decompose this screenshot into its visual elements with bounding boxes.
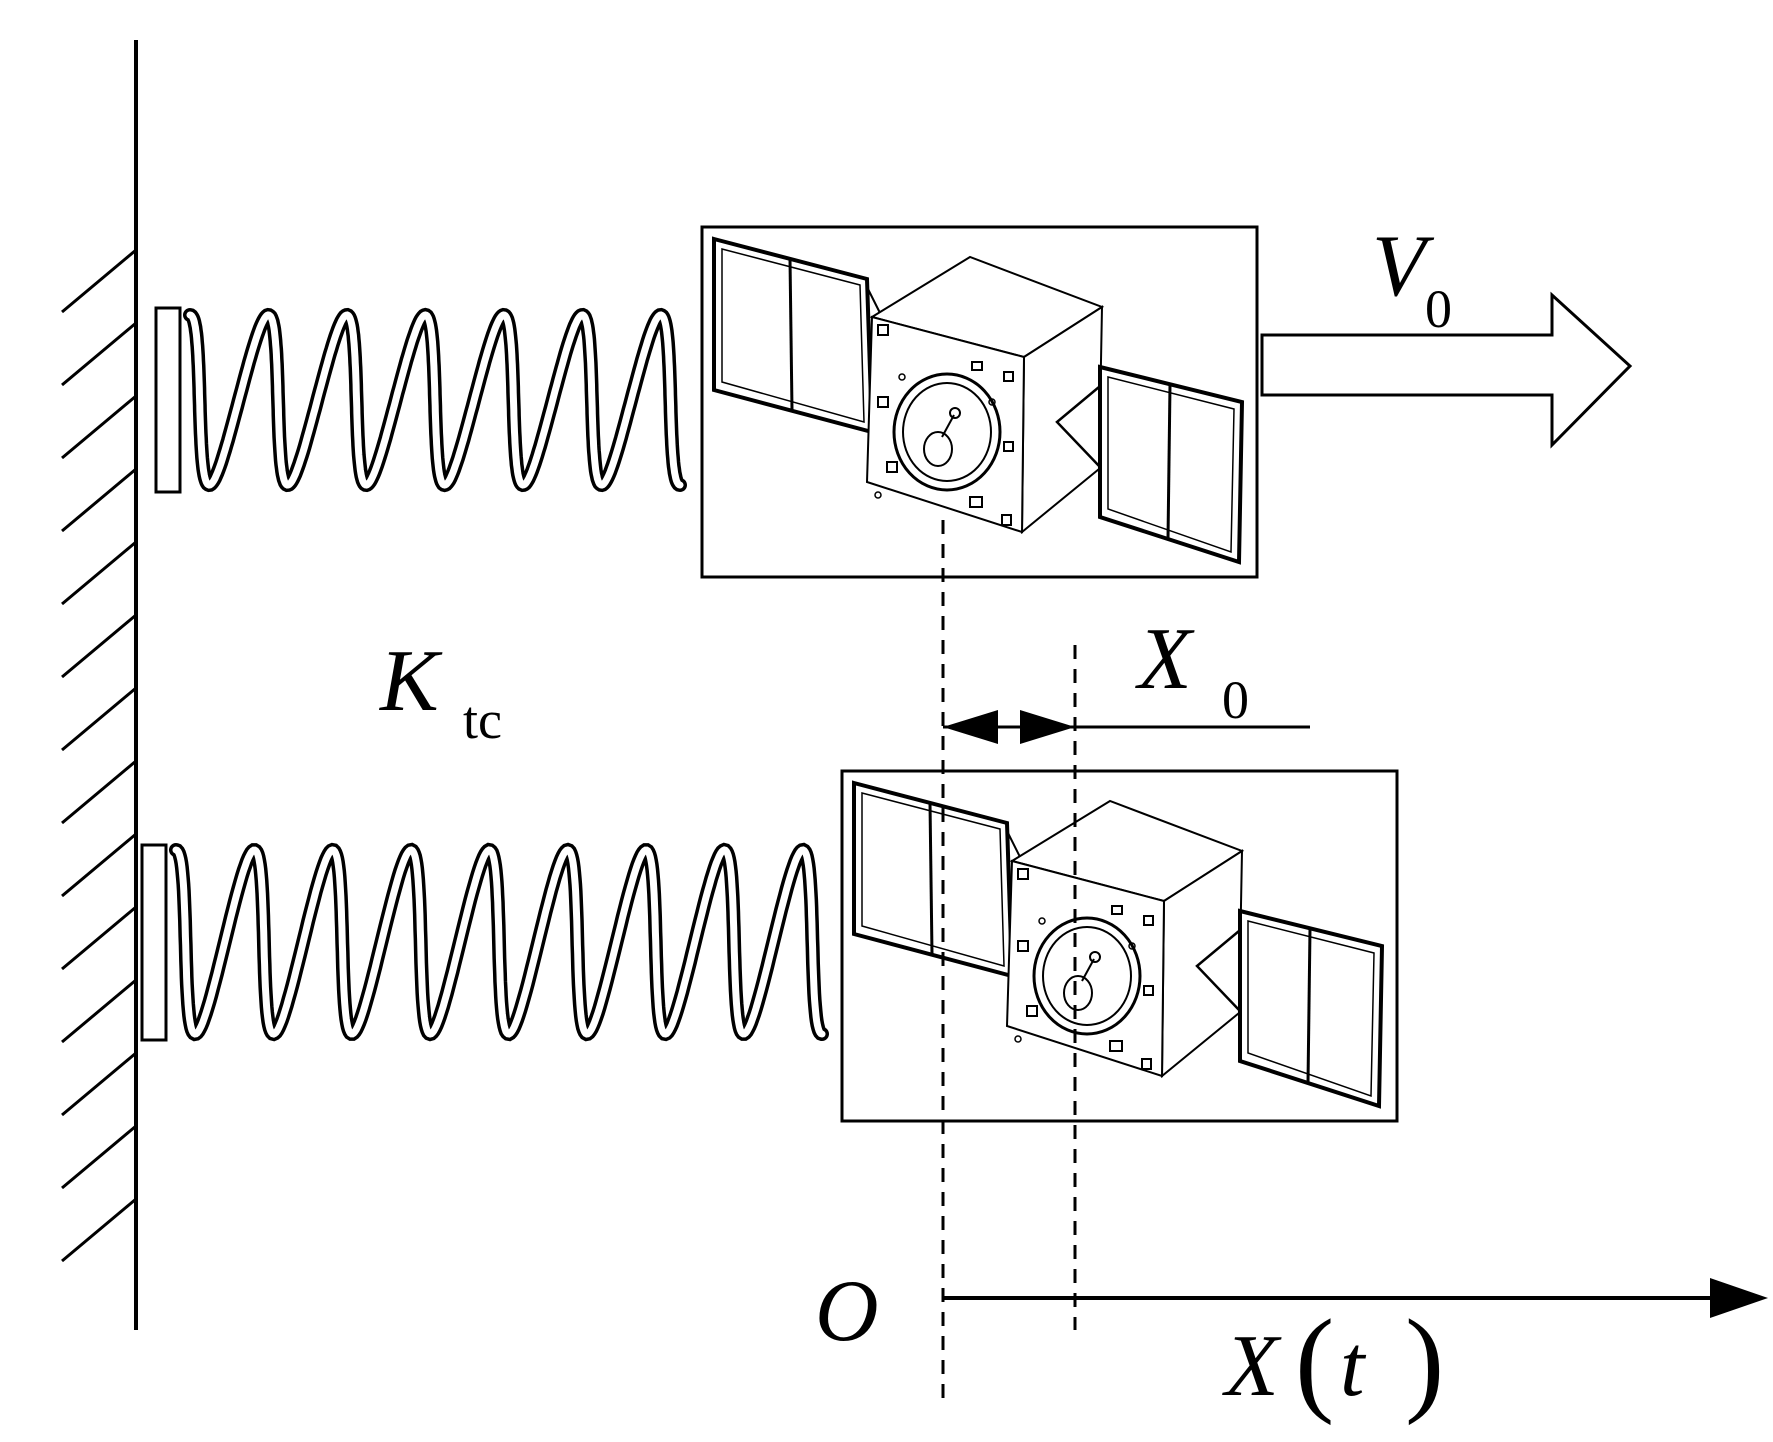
hatch-mark xyxy=(61,686,137,752)
hatch-mark xyxy=(61,1051,137,1117)
hatch-mark xyxy=(61,1124,137,1190)
hatch-mark xyxy=(61,905,137,971)
hatch-mark xyxy=(61,540,137,606)
velocity-subscript: 0 xyxy=(1425,279,1452,339)
axis-open-paren: ( xyxy=(1295,1295,1334,1426)
velocity-symbol: V xyxy=(1372,218,1435,315)
axis-argument: t xyxy=(1340,1318,1367,1415)
hatch-mark xyxy=(61,978,137,1044)
hatch-mark xyxy=(61,321,137,387)
hatch-mark xyxy=(61,759,137,825)
origin-label: O xyxy=(815,1263,879,1360)
wall xyxy=(61,40,138,1330)
hatch-mark xyxy=(61,248,137,314)
displacement-symbol: X xyxy=(1135,611,1195,708)
hatch-mark xyxy=(61,394,137,460)
axis-close-paren: ) xyxy=(1405,1295,1444,1426)
axis-symbol: X xyxy=(1222,1318,1282,1415)
hollow-arrow-icon xyxy=(1260,291,1633,449)
satellite-icon xyxy=(700,225,1259,579)
displacement-dimension xyxy=(943,710,1310,744)
satellite-icon xyxy=(840,769,1399,1123)
hatch-mark xyxy=(61,467,137,533)
hatch-mark xyxy=(61,613,137,679)
displacement-subscript: 0 xyxy=(1222,670,1249,730)
hatch-mark xyxy=(61,832,137,898)
wall-hatch-icon xyxy=(61,248,137,1263)
stiffness-symbol: K xyxy=(378,633,443,730)
hatch-mark xyxy=(61,1197,137,1263)
x-axis xyxy=(943,1278,1768,1318)
stiffness-subscript: tc xyxy=(463,690,502,750)
